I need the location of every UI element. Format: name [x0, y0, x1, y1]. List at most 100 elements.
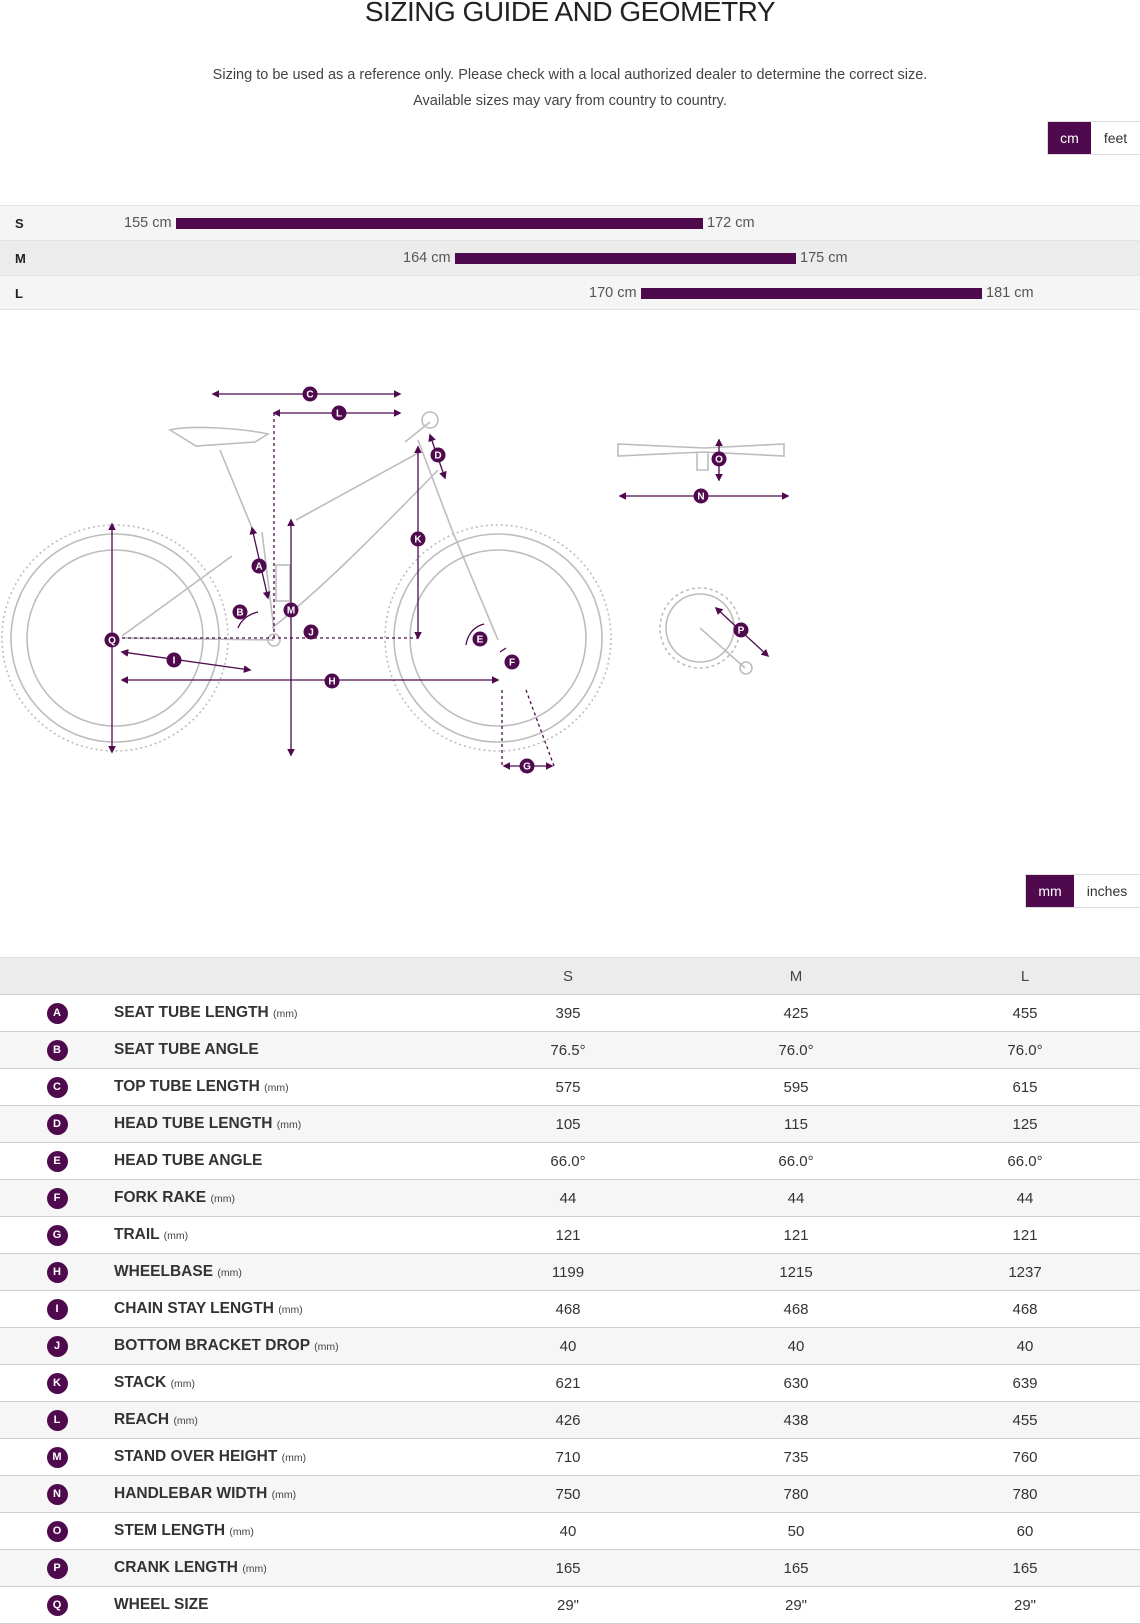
- value-size-m: 425: [682, 994, 910, 1032]
- row-badge-cell: J: [0, 1327, 114, 1365]
- measurement-name: STACK: [114, 1374, 167, 1391]
- measurement-name-cell: HEAD TUBE LENGTH (mm): [114, 1105, 454, 1143]
- length-unit-toggle: mm inches: [1025, 874, 1140, 908]
- measurement-name-cell: REACH (mm): [114, 1401, 454, 1439]
- measurement-unit: (mm): [229, 1526, 254, 1538]
- diagram-badge-h: H: [324, 673, 340, 689]
- diagram-badge-k: K: [410, 531, 426, 547]
- measurement-name: HEAD TUBE LENGTH: [114, 1115, 273, 1132]
- page-title: SIZING GUIDE AND GEOMETRY: [364, 0, 776, 27]
- top-tube-line: [295, 451, 421, 521]
- height-max-label: 181 cm: [986, 285, 1034, 301]
- value-size-m: 1215: [682, 1253, 910, 1291]
- value-size-m: 76.0°: [682, 1031, 910, 1069]
- rider-height-chart: S 155 cm 172 cm M 164 cm 175 cm L 170 cm…: [0, 205, 1140, 310]
- value-size-l: 468: [910, 1290, 1140, 1328]
- bike-frame-drawing: [1, 411, 785, 752]
- height-range-bar: [641, 288, 982, 299]
- measurement-name: REACH: [114, 1411, 170, 1428]
- value-size-m: 780: [682, 1475, 910, 1513]
- diagram-badge-q: Q: [104, 632, 120, 648]
- svg-text:Q: Q: [108, 636, 116, 647]
- measurement-badge: J: [46, 1335, 68, 1357]
- measurement-unit: (mm): [314, 1341, 339, 1353]
- feet-option-button[interactable]: feet: [1091, 122, 1140, 154]
- mm-option-button[interactable]: mm: [1026, 875, 1074, 907]
- header-name-col: [114, 957, 454, 995]
- front-wheel-tread: [384, 524, 612, 752]
- measurement-badge: I: [46, 1298, 68, 1320]
- row-badge-cell: P: [0, 1549, 114, 1587]
- diagram-badge-j: J: [303, 624, 319, 640]
- value-size-s: 426: [454, 1401, 682, 1439]
- svg-text:N: N: [697, 492, 704, 503]
- measurement-name: TRAIL: [114, 1226, 160, 1243]
- measurement-name: HANDLEBAR WIDTH: [114, 1485, 268, 1502]
- svg-text:I: I: [173, 656, 176, 667]
- measurement-badge: C: [46, 1076, 68, 1098]
- measurement-badge: E: [46, 1150, 68, 1172]
- value-size-s: 710: [454, 1438, 682, 1476]
- height-size-label: M: [15, 251, 26, 266]
- measurement-name-cell: CHAIN STAY LENGTH (mm): [114, 1290, 454, 1328]
- value-size-s: 395: [454, 994, 682, 1032]
- measurement-badge: L: [46, 1409, 68, 1431]
- svg-text:M: M: [287, 606, 295, 617]
- row-badge-cell: F: [0, 1179, 114, 1217]
- measurement-unit: (mm): [163, 1230, 189, 1242]
- value-size-l: 60: [910, 1512, 1140, 1550]
- seatpost-line: [219, 449, 253, 529]
- row-badge-cell: Q: [0, 1586, 114, 1624]
- diagram-badge-m: M: [283, 602, 299, 618]
- measurement-name: STEM LENGTH: [114, 1522, 226, 1539]
- row-badge-cell: D: [0, 1105, 114, 1143]
- diagram-badge-c: C: [302, 386, 318, 402]
- row-badge-cell: M: [0, 1438, 114, 1476]
- stem-cap: [421, 411, 439, 429]
- value-size-m: 630: [682, 1364, 910, 1402]
- measurement-unit: (mm): [271, 1489, 297, 1501]
- row-badge-cell: E: [0, 1142, 114, 1180]
- measurement-name: CRANK LENGTH: [114, 1559, 238, 1576]
- measurement-name: WHEELBASE: [114, 1263, 214, 1280]
- seat-stay-line: [121, 555, 233, 637]
- measurement-name-cell: HEAD TUBE ANGLE: [114, 1142, 454, 1180]
- measurement-unit: (mm): [278, 1304, 303, 1316]
- diagram-badge-n: N: [693, 488, 709, 504]
- measurement-name: STAND OVER HEIGHT: [114, 1448, 278, 1465]
- value-size-m: 115: [682, 1105, 910, 1143]
- stem-detail: [696, 452, 709, 471]
- value-size-m: 735: [682, 1438, 910, 1476]
- row-badge-cell: I: [0, 1290, 114, 1328]
- cm-option-button[interactable]: cm: [1048, 122, 1091, 154]
- value-size-m: 595: [682, 1068, 910, 1106]
- measurement-badge: F: [46, 1187, 68, 1209]
- svg-text:H: H: [328, 677, 335, 688]
- value-size-s: 40: [454, 1327, 682, 1365]
- value-size-s: 66.0°: [454, 1142, 682, 1180]
- value-size-m: 121: [682, 1216, 910, 1254]
- value-size-s: 29": [454, 1586, 682, 1624]
- diagram-badges: A B C D E F G H I J K L M N O P Q: [104, 386, 749, 774]
- measurement-name: FORK RAKE: [114, 1189, 207, 1206]
- down-tube-line: [271, 469, 439, 629]
- inches-option-button[interactable]: inches: [1074, 875, 1140, 907]
- measurement-unit: (mm): [217, 1267, 242, 1279]
- value-size-l: 455: [910, 1401, 1140, 1439]
- bottom-bracket: [267, 633, 281, 647]
- measurement-name-cell: FORK RAKE (mm): [114, 1179, 454, 1217]
- svg-text:E: E: [477, 635, 484, 646]
- diagram-badge-p: P: [733, 622, 749, 638]
- value-size-m: 50: [682, 1512, 910, 1550]
- measurement-name-cell: SEAT TUBE ANGLE: [114, 1031, 454, 1069]
- value-size-s: 44: [454, 1179, 682, 1217]
- value-size-m: 66.0°: [682, 1142, 910, 1180]
